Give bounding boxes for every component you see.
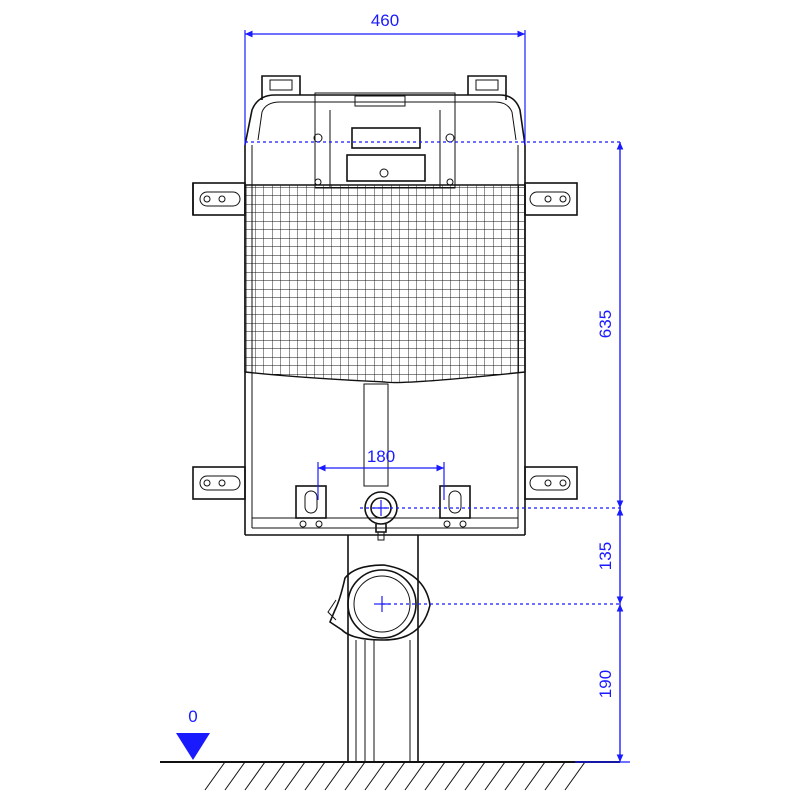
floor-line (160, 761, 620, 791)
dimension-width: 460 (244, 11, 526, 145)
wall-bracket-upper-right (524, 182, 578, 216)
wall-bracket-upper-left (192, 182, 246, 216)
dimension-connector-spacing: 180 (317, 447, 445, 500)
drain-offset-label: 135 (596, 542, 615, 570)
wall-bracket-lower-left (192, 466, 246, 500)
wall-bracket-lower-right (524, 466, 578, 500)
drain-height-label: 190 (596, 670, 615, 698)
frame-height-label: 635 (596, 310, 615, 338)
frame-body (244, 75, 526, 536)
floor-level-marker: 0 (176, 707, 210, 760)
dimension-vertical-chain: 635 135 190 (575, 142, 630, 763)
connector-spacing-label: 180 (367, 447, 395, 466)
width-label: 460 (371, 11, 399, 30)
floor-level-label: 0 (188, 707, 197, 726)
drain-pipe (327, 535, 431, 762)
centerlines (245, 141, 622, 612)
